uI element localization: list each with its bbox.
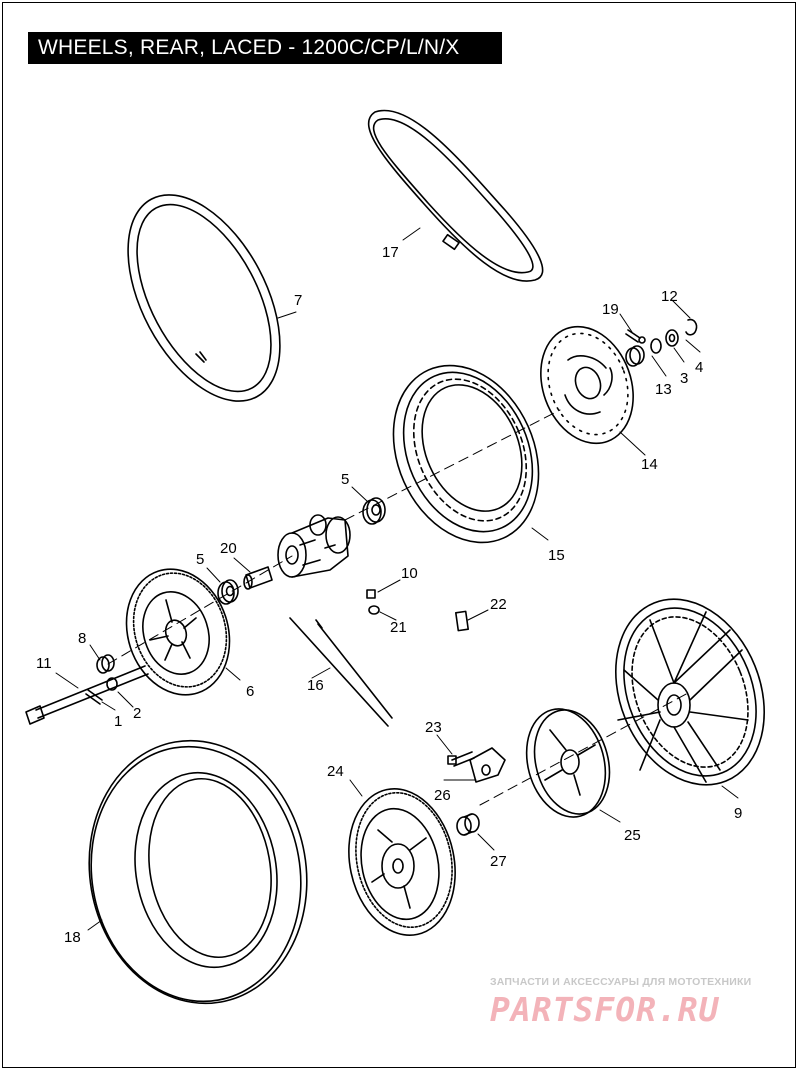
callout-11: 11: [36, 655, 52, 672]
inner-tube: [127, 194, 281, 402]
callout-4: 4: [695, 359, 703, 376]
wheel-bearing-lower: [217, 579, 239, 605]
small-hardware-upper: [625, 318, 698, 367]
callout-23: 23: [425, 719, 442, 736]
watermark-logo: PARTSFOR.RU: [490, 990, 720, 1029]
spoke: [289, 617, 393, 727]
leader-lines: [55, 227, 739, 931]
callout-2: 2: [133, 705, 141, 722]
callout-3: 3: [680, 370, 688, 387]
assembly-centerlines: [107, 409, 691, 806]
wheel-bearing-upper: [362, 497, 386, 525]
callout-26: 26: [434, 787, 451, 804]
wheel-rim: [392, 364, 540, 544]
callout-22: 22: [490, 596, 507, 613]
rear-pulley-lower: [348, 788, 456, 936]
callout-17: 17: [382, 244, 399, 261]
callout-16: 16: [307, 677, 324, 694]
callout-24: 24: [327, 763, 344, 780]
callout-12: 12: [661, 288, 678, 305]
watermark-tagline: ЗАПЧАСТИ И АКСЕССУАРЫ ДЛЯ МОТОТЕХНИКИ: [490, 976, 752, 988]
callout-18: 18: [64, 929, 81, 946]
callout-10: 10: [401, 565, 418, 582]
hub-spacer: [243, 566, 273, 590]
axle-hardware: [25, 654, 149, 725]
bracket-hardware: [447, 747, 506, 783]
decal: [454, 610, 470, 632]
callout-5-upper: 5: [341, 471, 349, 488]
callout-6: 6: [246, 683, 254, 700]
callout-7: 7: [294, 292, 302, 309]
callout-labels: 1 2 3 4 5 5 6 7 8 9 10 11 12 13 14 15 16…: [36, 244, 742, 946]
callout-8: 8: [78, 630, 86, 647]
callout-5-lower: 5: [196, 551, 204, 568]
callout-14: 14: [641, 456, 658, 473]
callout-1: 1: [114, 713, 122, 730]
callout-21: 21: [390, 619, 407, 636]
laced-wheel: [614, 598, 766, 786]
tire: [88, 739, 308, 1005]
callout-19: 19: [602, 301, 619, 318]
callout-25: 25: [624, 827, 641, 844]
pulley-spacer: [456, 813, 480, 836]
pulley-cover: [525, 708, 611, 818]
callout-13: 13: [655, 381, 672, 398]
callout-9: 9: [734, 805, 742, 822]
page-title: WHEELS, REAR, LACED - 1200C/CP/L/N/X: [28, 32, 502, 64]
callout-15: 15: [548, 547, 565, 564]
callout-27: 27: [490, 853, 507, 870]
brake-disc: [540, 325, 634, 445]
drive-belt: [367, 109, 544, 282]
fittings: [366, 589, 380, 615]
rear-pulley-upper: [125, 568, 231, 696]
wheel-hub: [277, 514, 351, 578]
callout-20: 20: [220, 540, 237, 557]
